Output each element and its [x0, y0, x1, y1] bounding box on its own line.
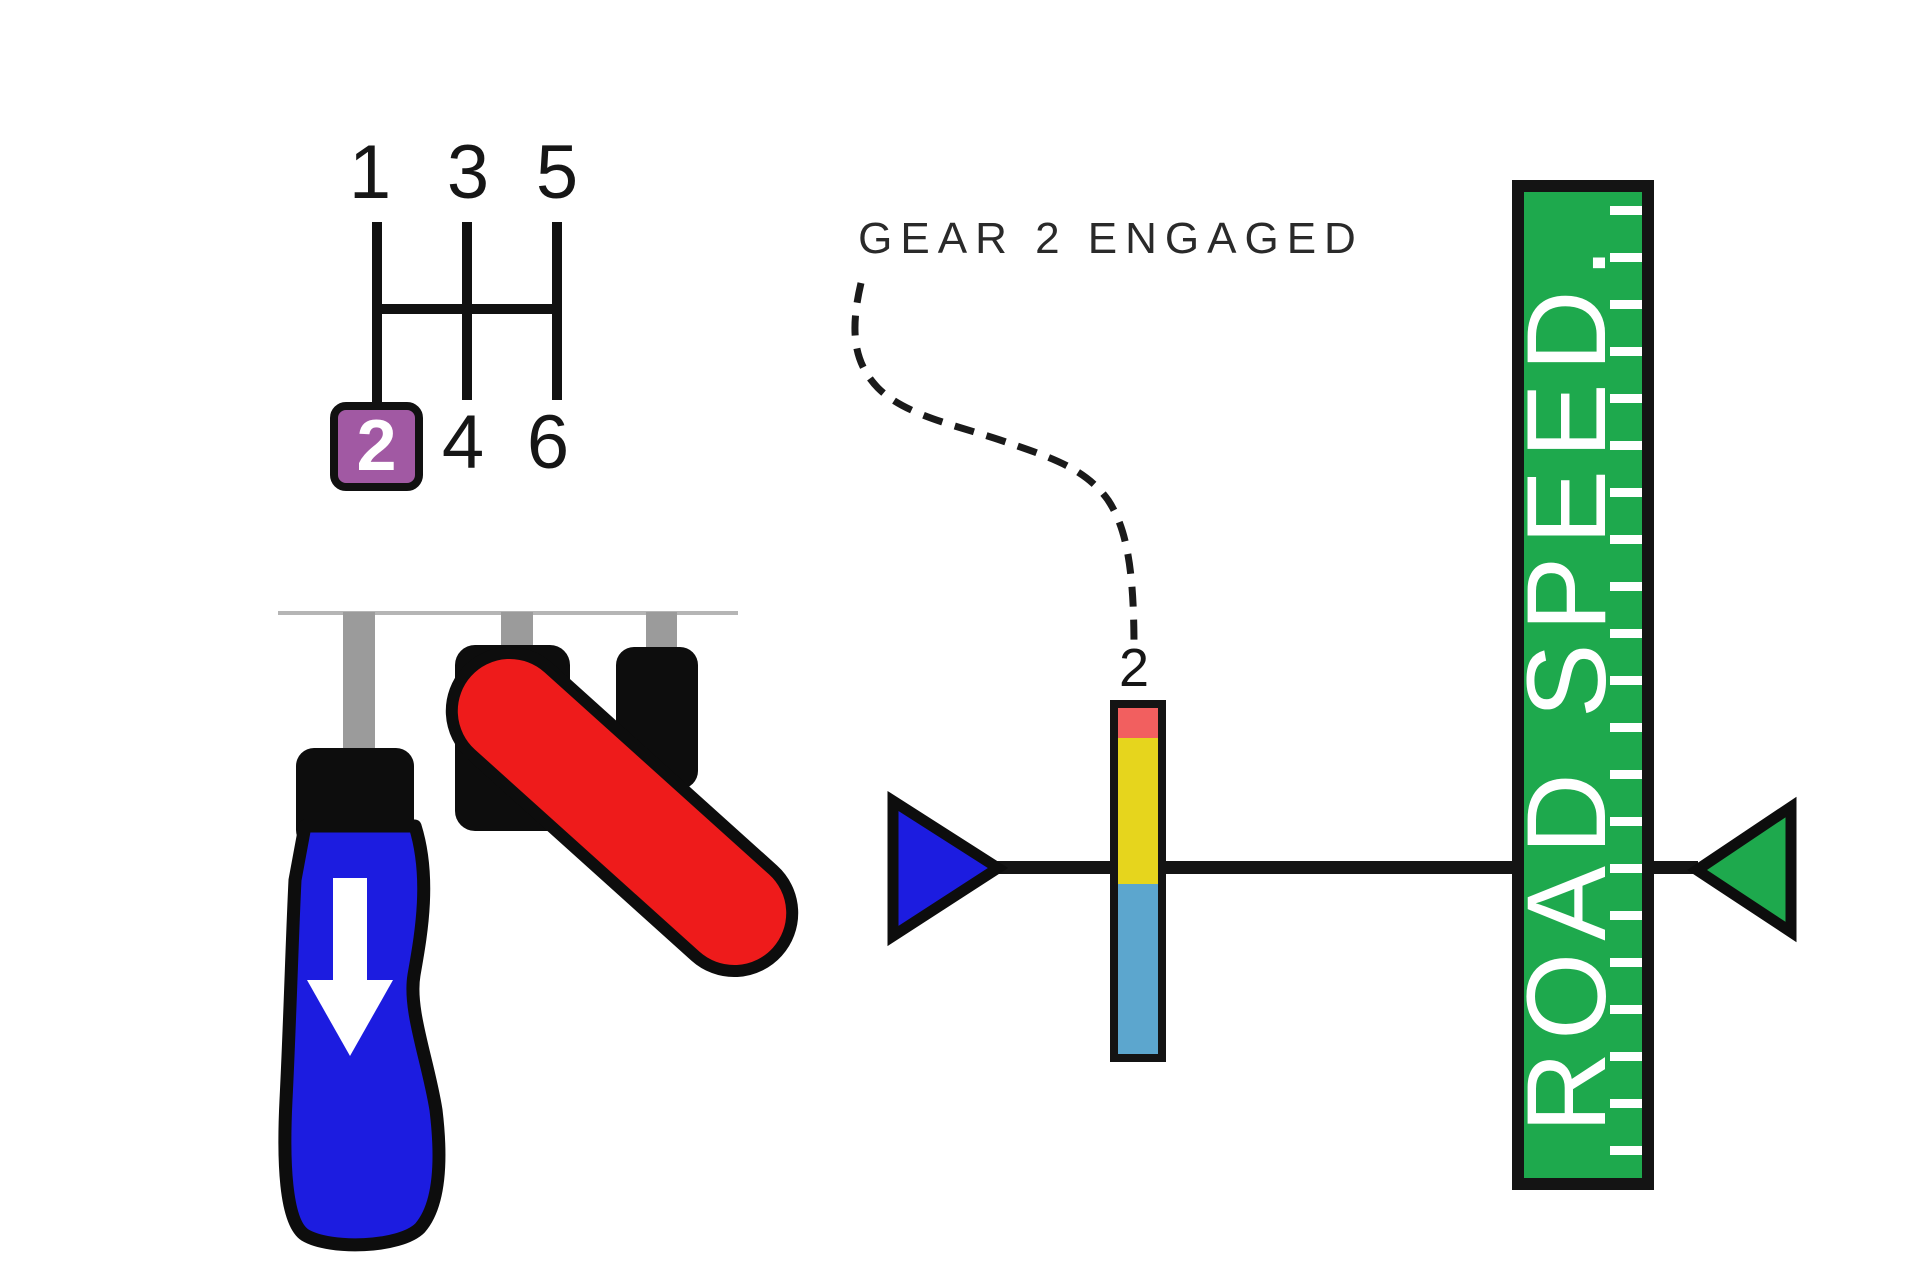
bar-segment-mid	[1118, 738, 1158, 884]
clutch-foot	[278, 819, 446, 1252]
left-pointing-triangle-icon	[1687, 796, 1797, 943]
bar-segment-low	[1118, 884, 1158, 1054]
accelerator-pedal-stem	[646, 612, 677, 650]
gear-number-6: 6	[526, 400, 570, 485]
engaged-gear-number: 2	[356, 406, 397, 486]
gear-number-5: 5	[535, 130, 579, 215]
gear-bar-label: 2	[1118, 638, 1150, 698]
annotation-label: GEAR 2 ENGAGED	[858, 214, 1364, 263]
shift-gate-crossbar	[373, 304, 562, 314]
gear-number-3: 3	[446, 130, 490, 215]
brake-pedal-stem	[501, 612, 533, 648]
bar-segment-high	[1118, 708, 1158, 738]
clutch-pedal-stem	[343, 612, 375, 752]
road-speed-ruler-ticks	[1610, 206, 1642, 1168]
leader-line	[851, 282, 1138, 649]
road-speed-label: ROAD SPEED.	[1504, 235, 1629, 1133]
engaged-gear-badge: 2	[330, 402, 423, 491]
down-arrow-icon	[307, 878, 393, 1056]
gear-number-4: 4	[441, 400, 485, 485]
gear-ratio-bar	[1110, 700, 1166, 1062]
right-pointing-triangle-icon	[887, 790, 1009, 947]
gear-number-1: 1	[348, 130, 392, 215]
